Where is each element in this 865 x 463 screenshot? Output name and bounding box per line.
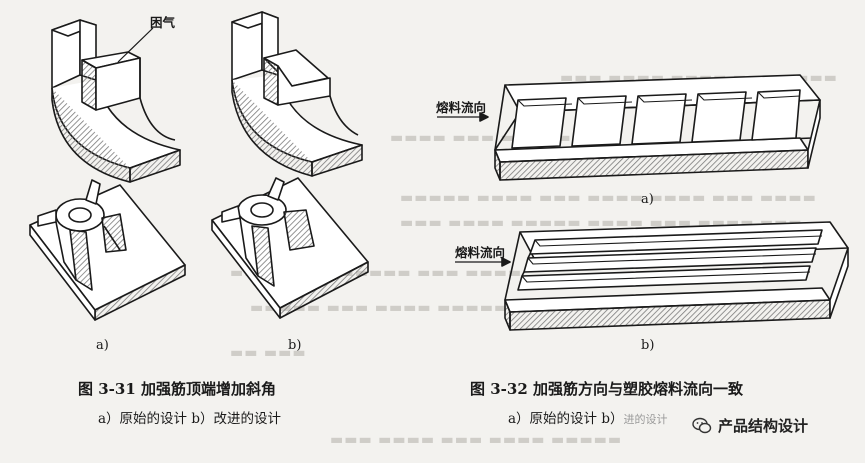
ribbed-box-original: [437, 74, 821, 181]
fig32-label-a: a): [641, 192, 654, 207]
flow-direction-label-top: 熔料流向: [436, 100, 487, 115]
rib-corner-original: [51, 19, 181, 183]
bleed-through-text: ▬▬▬▬▬ ▬▬▬▬ ▬▬▬ ▬▬▬▬ ▬▬▬▬ ▬▬▬ ▬▬▬▬: [400, 190, 817, 206]
bleed-through-text: ▬▬▬ ▬▬▬▬ ▬▬▬ ▬▬▬▬ ▬▬▬▬▬: [330, 432, 623, 448]
fig31-label-a: a): [96, 338, 109, 353]
rib-corner-improved: [231, 11, 363, 177]
flow-direction-label-bottom: 熔料流向: [455, 245, 506, 260]
fig32-subcaption-faded: 进的设计: [623, 413, 668, 426]
bleed-through-text: ▬▬ ▬▬▬: [230, 345, 307, 361]
bleed-through-text: ▬▬▬▬▬ ▬▬▬ ▬▬▬▬ ▬▬▬▬▬ ▬▬▬: [250, 300, 557, 316]
watermark-text: 产品结构设计: [718, 417, 809, 435]
cross-rib-original: [29, 179, 186, 321]
cross-rib-improved: [211, 177, 369, 319]
trapped-air-label: 困气: [150, 15, 176, 30]
watermark: 产品结构设计: [688, 413, 813, 438]
fig31-caption: 图 3-31 加强筋顶端增加斜角: [78, 380, 276, 398]
fig32-caption: 图 3-32 加强筋方向与塑胶熔料流向一致: [470, 380, 743, 398]
fig32-subcaption: a）原始的设计 b）进的设计: [508, 407, 667, 427]
wechat-icon: [692, 417, 712, 433]
fig32-subcaption-main: a）原始的设计 b）: [508, 411, 624, 427]
ribbed-box-improved: [455, 221, 849, 331]
fig32-label-b: b): [641, 338, 655, 353]
fig31-label-b: b): [288, 338, 302, 353]
fig31-subcaption: a）原始的设计 b）改进的设计: [98, 411, 281, 427]
